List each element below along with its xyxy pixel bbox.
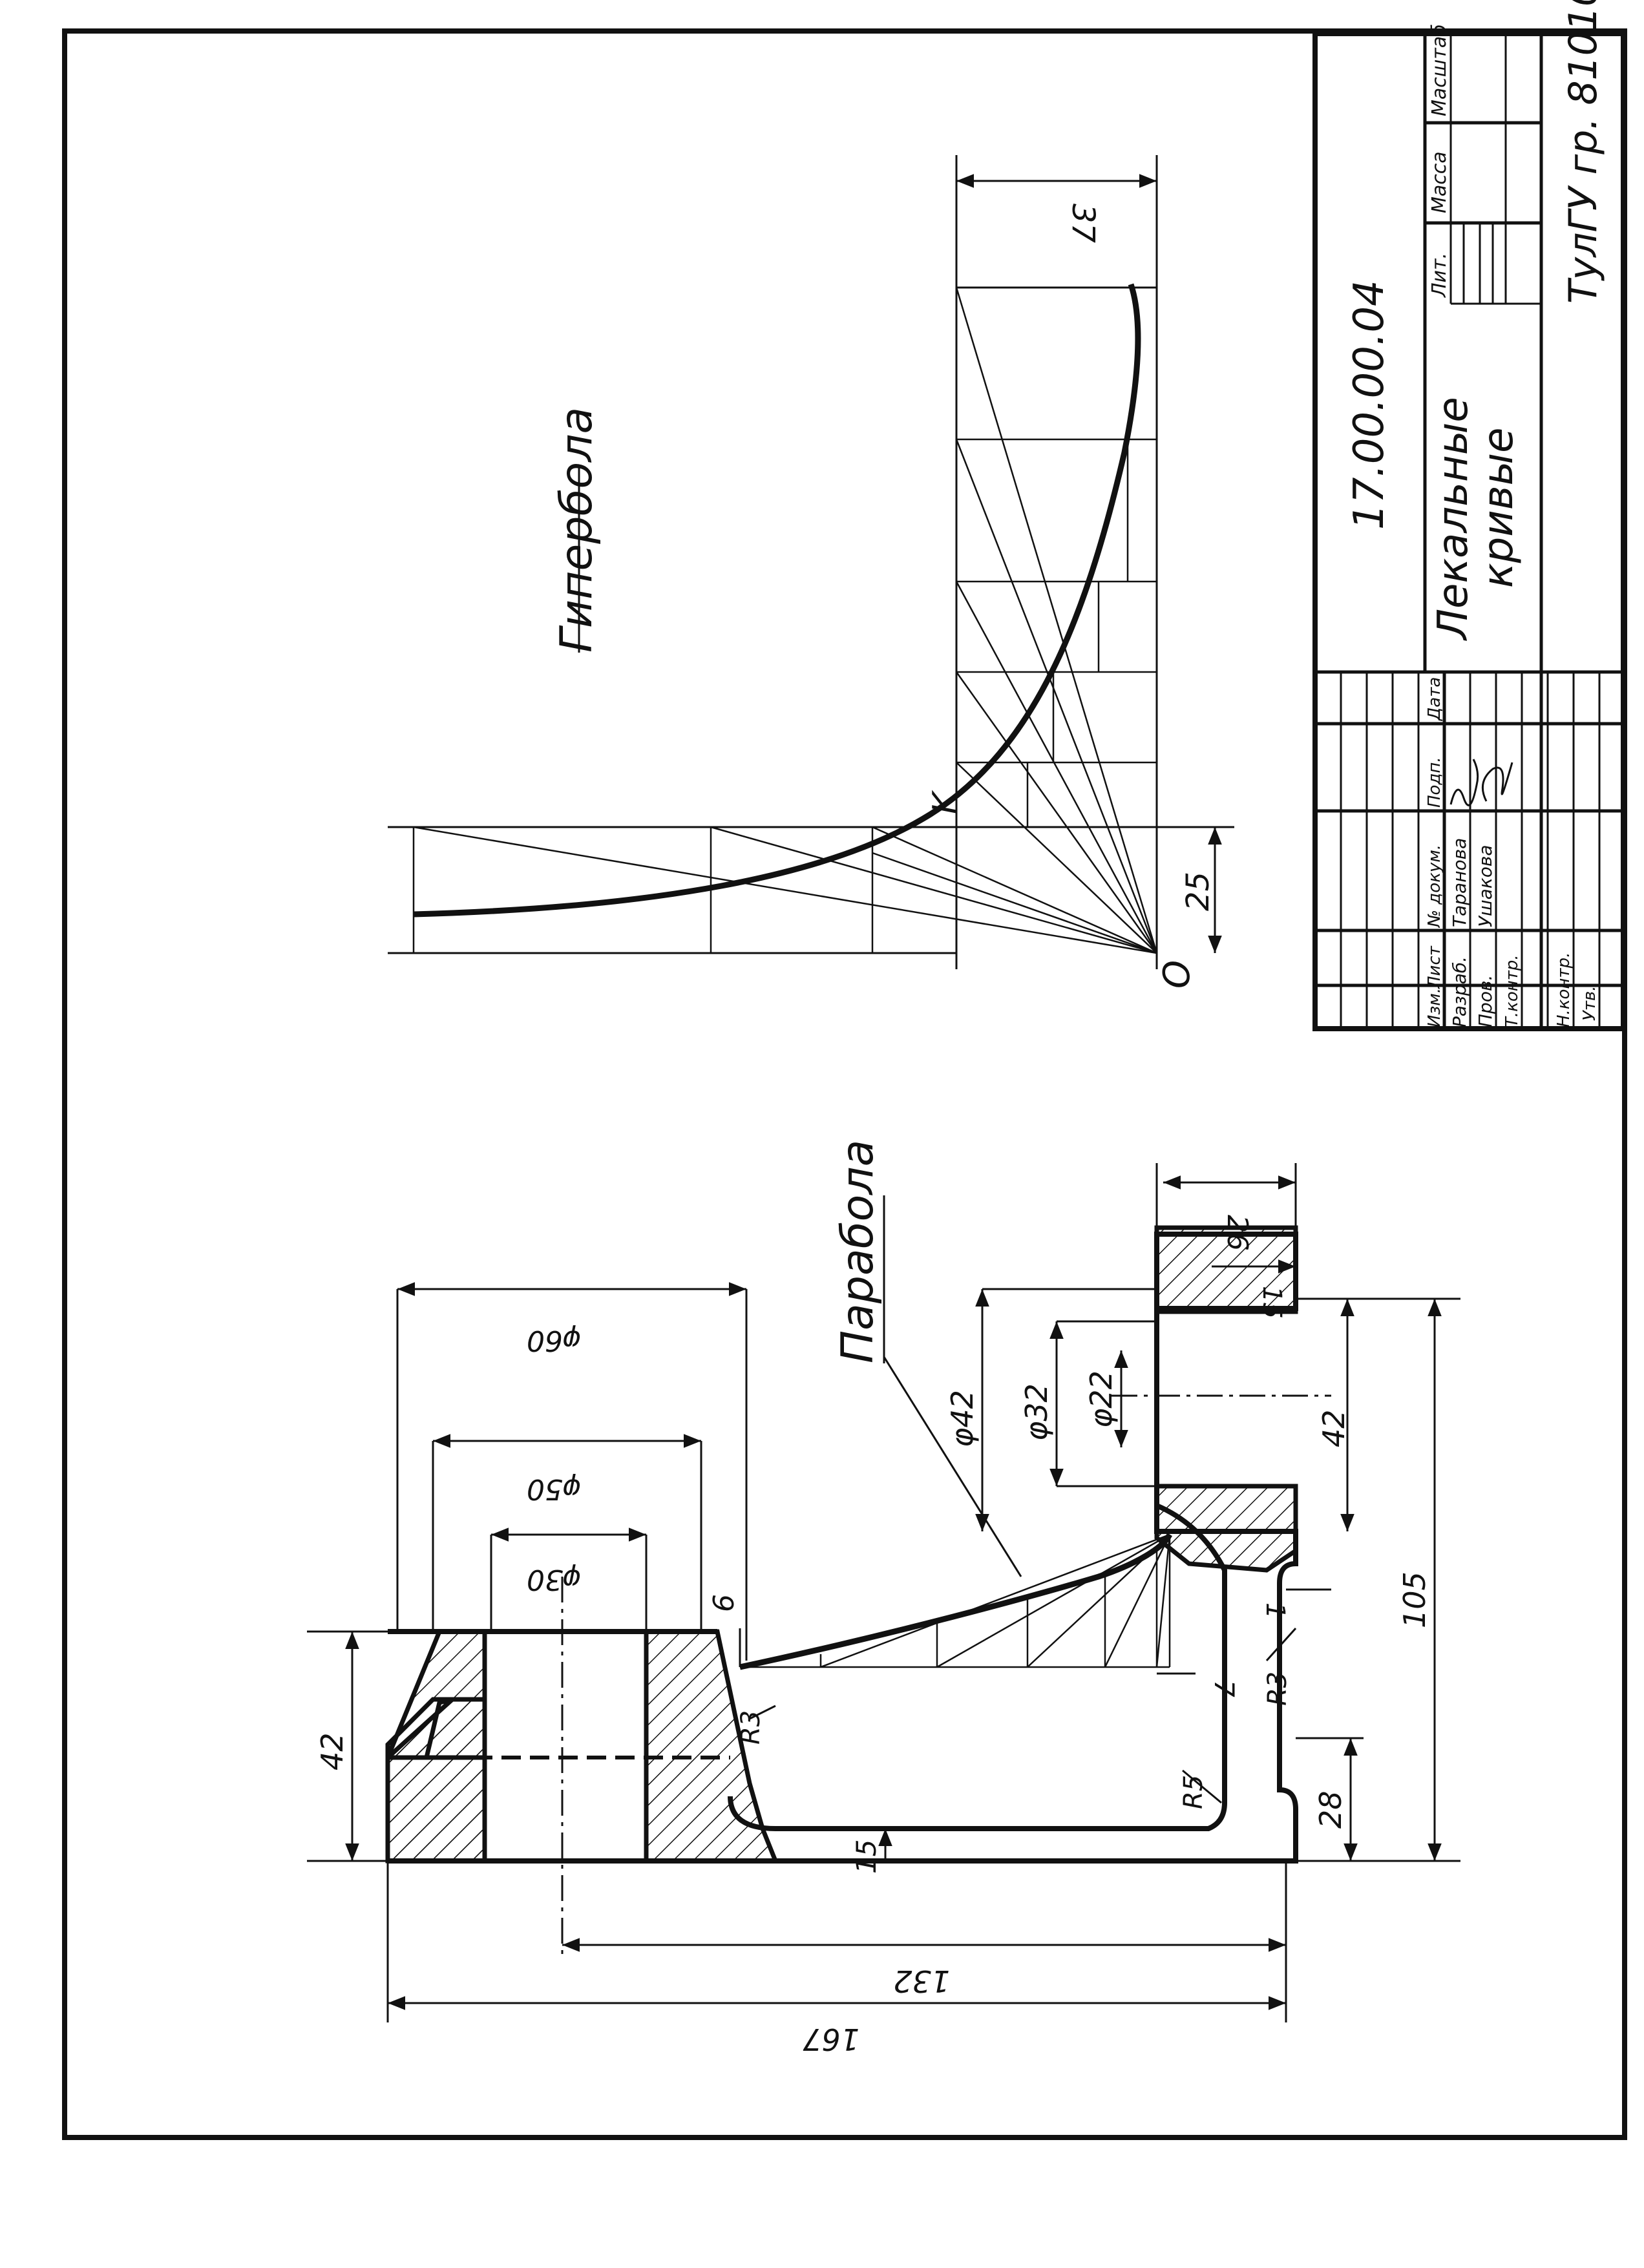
- row-role-prov: Пров.: [1475, 975, 1496, 1027]
- dim-d42: φ42: [945, 1390, 980, 1447]
- row-role-utv: Утв.: [1580, 985, 1599, 1021]
- dim-1: 1: [1260, 1602, 1290, 1619]
- dim-28: 28: [1313, 1790, 1348, 1829]
- drawing-title-line1: Лекальные: [1429, 397, 1477, 641]
- title-block: 17.00.00.04 Лекальные кривые ТулГУ гр. 8…: [1312, 0, 1626, 1031]
- dim-7: 7: [1208, 1680, 1240, 1697]
- hyperbola-construction: Гипербола: [388, 155, 1234, 989]
- organization: ТулГУ гр. 810101: [1561, 0, 1606, 304]
- dim-26: 26: [1221, 1215, 1254, 1251]
- scale-label: Масштаб: [1428, 24, 1451, 116]
- dim-42-right: 42: [1316, 1409, 1351, 1447]
- radius-r3-bottom: R3: [1263, 1672, 1292, 1706]
- row-role-razrab: Разраб.: [1449, 956, 1470, 1027]
- dim-42-left: 42: [315, 1732, 350, 1770]
- dim-15: 15: [850, 1840, 882, 1874]
- dim-d32: φ32: [1019, 1383, 1054, 1441]
- col-izm: Изм.: [1425, 988, 1444, 1027]
- dim-d60: φ60: [527, 1324, 582, 1357]
- dim-132: 132: [893, 1964, 950, 1999]
- row-name-razrab: Таранова: [1449, 838, 1470, 927]
- point-k: K: [926, 790, 965, 814]
- signature-1: [1449, 759, 1479, 806]
- dim-15b: 15: [1257, 1286, 1287, 1319]
- drawing-code: 17.00.00.04: [1345, 280, 1393, 530]
- row-name-prov: Ушакова: [1475, 845, 1496, 927]
- radius-r3-top: R3: [736, 1710, 766, 1745]
- dim-d22: φ22: [1084, 1370, 1119, 1428]
- row-role-nkontr: Н.контр.: [1554, 952, 1574, 1027]
- right-boss-bottom: [1154, 1484, 1298, 1573]
- col-doc: № докум.: [1425, 845, 1444, 929]
- dim-25: 25: [1180, 872, 1216, 911]
- right-boss-top: [1154, 1225, 1298, 1314]
- dim-37: 37: [1065, 204, 1101, 244]
- hyperbola-grid: [412, 286, 1158, 954]
- dim-167: 167: [803, 2022, 859, 2057]
- parabola-label: Парабола: [832, 1140, 883, 1363]
- drawing-title-line2: кривые: [1475, 428, 1523, 589]
- hyperbola-label: Гипербола: [551, 407, 602, 653]
- sheet-frame: [62, 28, 1627, 2140]
- col-date: Дата: [1425, 677, 1444, 721]
- dim-d30: φ30: [527, 1563, 582, 1596]
- part-drawing: Парабола: [307, 1140, 1460, 2057]
- lit-label: Лит.: [1428, 253, 1451, 298]
- point-o: O: [1156, 960, 1198, 989]
- col-sign: Подп.: [1425, 757, 1444, 808]
- signature-2: [1481, 762, 1513, 802]
- dim-6: 6: [708, 1594, 741, 1612]
- dim-105: 105: [1397, 1571, 1432, 1628]
- dimension-lines: φ60 φ50 φ30 42 6 15 7 1 φ42: [307, 1163, 1460, 2057]
- hyperbola-curve: [413, 283, 1141, 918]
- mass-label: Масса: [1428, 151, 1451, 213]
- dim-d50: φ50: [527, 1473, 582, 1506]
- row-role-tkontr: Т.контр.: [1502, 954, 1522, 1027]
- col-list: Лист: [1425, 945, 1444, 989]
